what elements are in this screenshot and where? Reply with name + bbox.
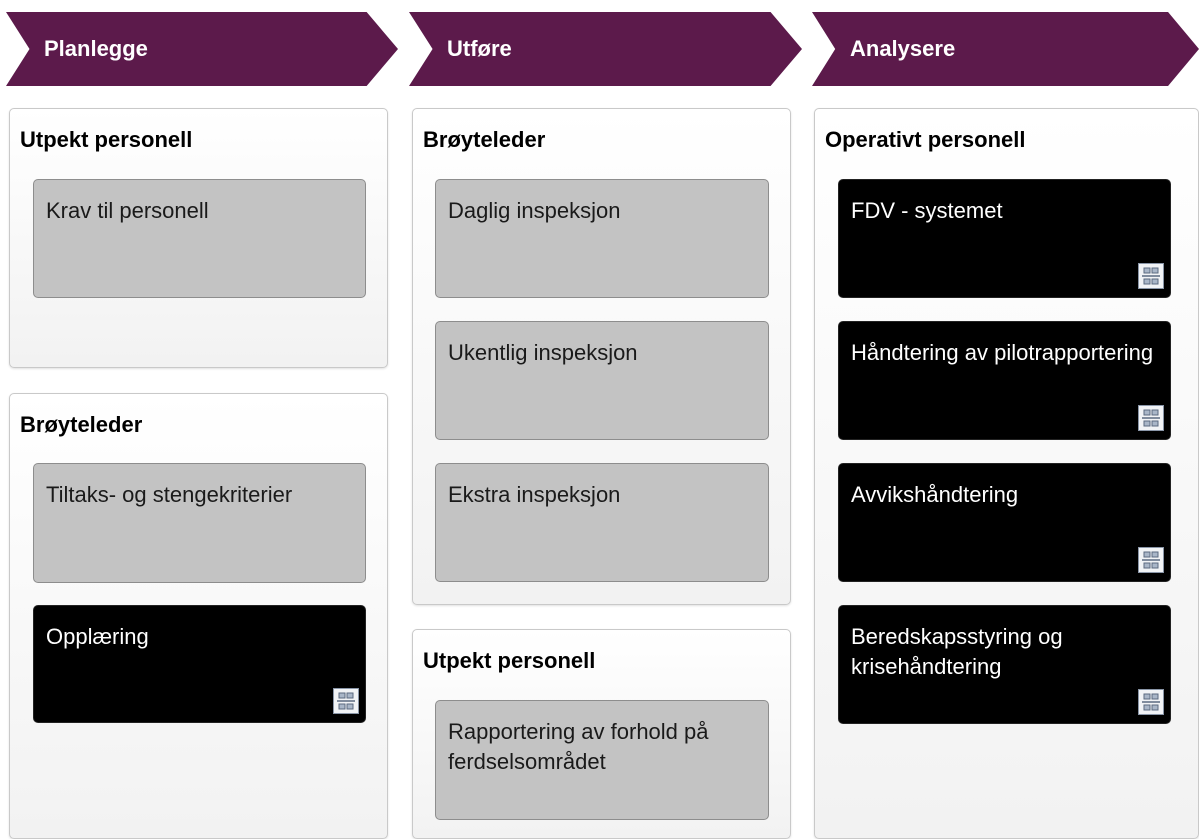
card-label: Daglig inspeksjon [448, 198, 621, 223]
card-avvikshandtering[interactable]: Avvikshåndtering [838, 463, 1171, 582]
card-label: Rapportering av forhold på ferdselsområd… [448, 719, 709, 774]
subprocess-icon[interactable] [1138, 689, 1164, 715]
panel-title: Operativt personell [825, 127, 1026, 152]
panel-title: Brøyteleder [423, 127, 546, 152]
card-label: Opplæring [46, 624, 149, 649]
phase-analysere[interactable]: Analysere [812, 12, 1199, 86]
card-label: Tiltaks- og stengekriterier [46, 482, 293, 507]
subprocess-icon[interactable] [333, 688, 359, 714]
card-label: Håndtering av pilotrapportering [851, 340, 1154, 365]
card-label: Krav til personell [46, 198, 209, 223]
panel-title: Brøyteleder [20, 412, 143, 437]
card-beredskapsstyring-og-krisehandtering[interactable]: Beredskapsstyring og krisehåndtering [838, 605, 1171, 724]
card-fdv-systemet[interactable]: FDV - systemet [838, 179, 1171, 298]
card-label: Avvikshåndtering [851, 482, 1019, 507]
card-tiltaks-og-stengekriterier[interactable]: Tiltaks- og stengekriterier [33, 463, 366, 583]
card-handtering-av-pilotrapportering[interactable]: Håndtering av pilotrapportering [838, 321, 1171, 440]
panel-planlegge-utpekt-personell: Utpekt personell Krav til personell [9, 108, 388, 368]
card-ekstra-inspeksjon[interactable]: Ekstra inspeksjon [435, 463, 769, 582]
phase-planlegge[interactable]: Planlegge [6, 12, 398, 86]
subprocess-icon[interactable] [1138, 405, 1164, 431]
card-label: Beredskapsstyring og krisehåndtering [851, 624, 1063, 679]
panel-utfore-utpekt-personell: Utpekt personell Rapportering av forhold… [412, 629, 791, 839]
card-label: Ekstra inspeksjon [448, 482, 621, 507]
card-label: Ukentlig inspeksjon [448, 340, 638, 365]
card-opplaering[interactable]: Opplæring [33, 605, 366, 723]
panel-planlegge-broyteleder: Brøyteleder Tiltaks- og stengekriterier … [9, 393, 388, 839]
card-rapportering-av-forhold[interactable]: Rapportering av forhold på ferdselsområd… [435, 700, 769, 820]
card-ukentlig-inspeksjon[interactable]: Ukentlig inspeksjon [435, 321, 769, 440]
panel-title: Utpekt personell [20, 127, 193, 152]
phase-label: Analysere [850, 36, 956, 61]
panel-utfore-broyteleder: Brøyteleder Daglig inspeksjon Ukentlig i… [412, 108, 791, 605]
phase-label: Utføre [447, 36, 512, 61]
card-label: FDV - systemet [851, 198, 1003, 223]
card-daglig-inspeksjon[interactable]: Daglig inspeksjon [435, 179, 769, 298]
phase-utfore[interactable]: Utføre [409, 12, 802, 86]
panel-title: Utpekt personell [423, 648, 596, 673]
subprocess-icon[interactable] [1138, 547, 1164, 573]
phase-label: Planlegge [44, 36, 148, 61]
panel-analysere-operativt-personell: Operativt personell FDV - systemet Håndt… [814, 108, 1199, 839]
subprocess-icon[interactable] [1138, 263, 1164, 289]
card-krav-til-personell[interactable]: Krav til personell [33, 179, 366, 298]
